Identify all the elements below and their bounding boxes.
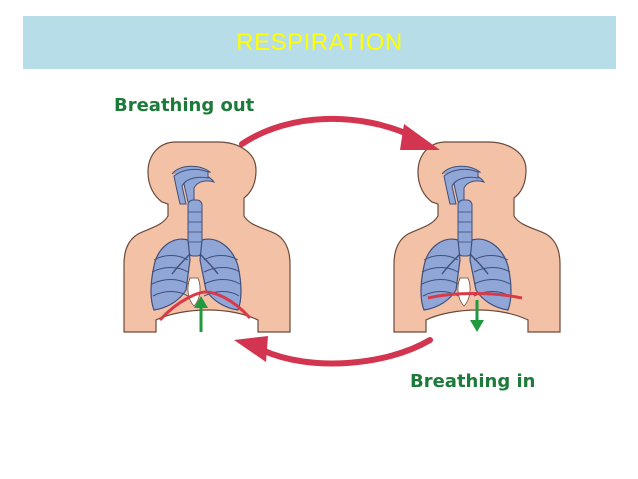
figure-breathing-out [123,141,291,333]
cycle-arrow-top [239,115,440,150]
cycle-arrow-bottom [234,336,433,367]
title-bar: RESPIRATION [23,16,616,69]
diaphragm-down-arrow [470,300,484,332]
diaphragm-up-arrow [194,296,208,332]
slide-title: RESPIRATION [236,28,403,56]
label-breathing-in: Breathing in [410,371,536,392]
figure-breathing-in [393,141,561,333]
diaphragm-raised [158,290,252,322]
diaphragm-lowered [427,292,523,300]
label-breathing-out: Breathing out [114,95,255,116]
